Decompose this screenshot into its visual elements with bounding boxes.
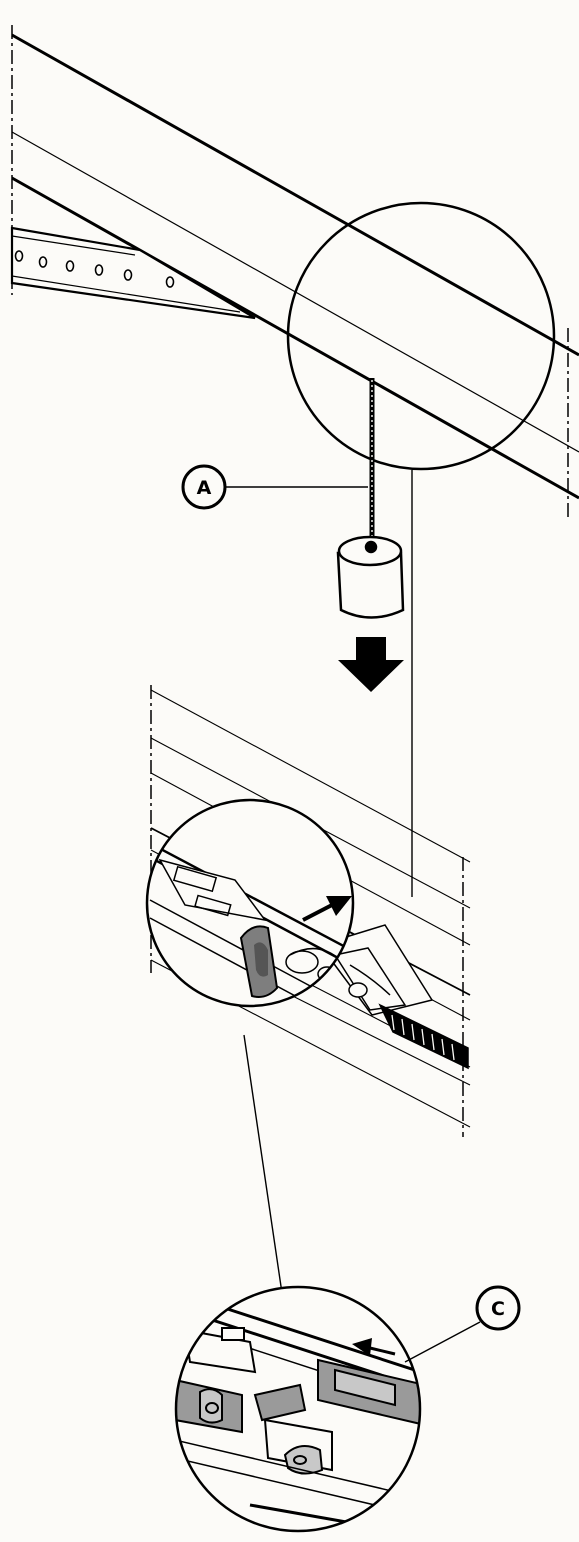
direction-arrow-icon (302, 896, 352, 922)
detail-circle-trolley (145, 798, 355, 1008)
pull-down-arrow-icon (338, 637, 404, 692)
latch-arrow-icon (352, 1338, 396, 1356)
header-bracket (10, 226, 256, 320)
magnifier-circle-top (286, 201, 556, 471)
leader-line-bottom (243, 1034, 284, 1301)
callout-c: C (404, 1285, 521, 1363)
callout-c-label: C (491, 1298, 505, 1320)
callout-a-label: A (197, 477, 212, 499)
release-handle (336, 535, 405, 619)
callout-a: A (181, 464, 368, 510)
bracket-holes (14, 250, 175, 288)
detail-circle-latch (174, 1285, 422, 1533)
trolley-body (318, 924, 469, 1070)
